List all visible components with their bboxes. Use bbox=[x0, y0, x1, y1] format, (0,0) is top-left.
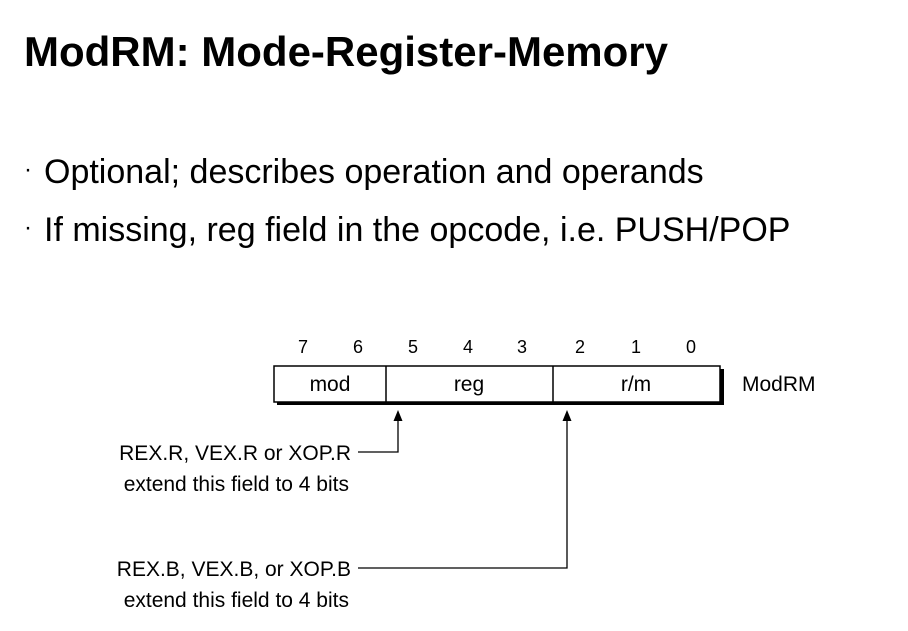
bit-label-0: 0 bbox=[686, 337, 696, 357]
bit-label-5: 5 bbox=[408, 337, 418, 357]
annotation-rex-b-line1: REX.B, VEX.B, or XOP.B bbox=[117, 558, 351, 581]
bullet-dot-icon: · bbox=[24, 214, 32, 241]
bullet-item-optional: · Optional; describes operation and opera… bbox=[24, 142, 790, 200]
register-box bbox=[273, 365, 721, 403]
bullet-dot-icon: · bbox=[24, 156, 32, 183]
bit-number-labels: 7 6 5 4 3 2 1 0 bbox=[298, 337, 696, 357]
register-label: ModRM bbox=[742, 373, 816, 396]
bit-label-7: 7 bbox=[298, 337, 308, 357]
bullet-item-missing: · If missing, reg field in the opcode, i.… bbox=[24, 200, 790, 258]
annotation-rex-b-line2: extend this field to 4 bits bbox=[124, 589, 349, 612]
field-mod: mod bbox=[310, 373, 351, 396]
annotation-rex-r-line1: REX.R, VEX.R or XOP.R bbox=[119, 442, 351, 465]
bit-label-4: 4 bbox=[463, 337, 473, 357]
bullet-text: Optional; describes operation and operan… bbox=[44, 153, 704, 191]
reg-extension-arrow bbox=[358, 418, 399, 453]
bullet-list: · Optional; describes operation and opera… bbox=[24, 142, 790, 258]
annotation-rex-r-line2: extend this field to 4 bits bbox=[124, 473, 349, 496]
field-reg: reg bbox=[454, 373, 484, 396]
field-rm: r/m bbox=[621, 373, 651, 396]
bit-label-1: 1 bbox=[631, 337, 641, 357]
slide-title: ModRM: Mode-Register-Memory bbox=[24, 28, 669, 75]
bullet-text: If missing, reg field in the opcode, i.e… bbox=[44, 211, 791, 249]
arrowhead-up-icon bbox=[393, 410, 403, 421]
bit-label-3: 3 bbox=[517, 337, 527, 357]
rm-extension-arrow bbox=[358, 418, 568, 569]
arrowhead-up-icon bbox=[562, 410, 572, 421]
bit-label-6: 6 bbox=[353, 337, 363, 357]
bit-label-2: 2 bbox=[575, 337, 585, 357]
